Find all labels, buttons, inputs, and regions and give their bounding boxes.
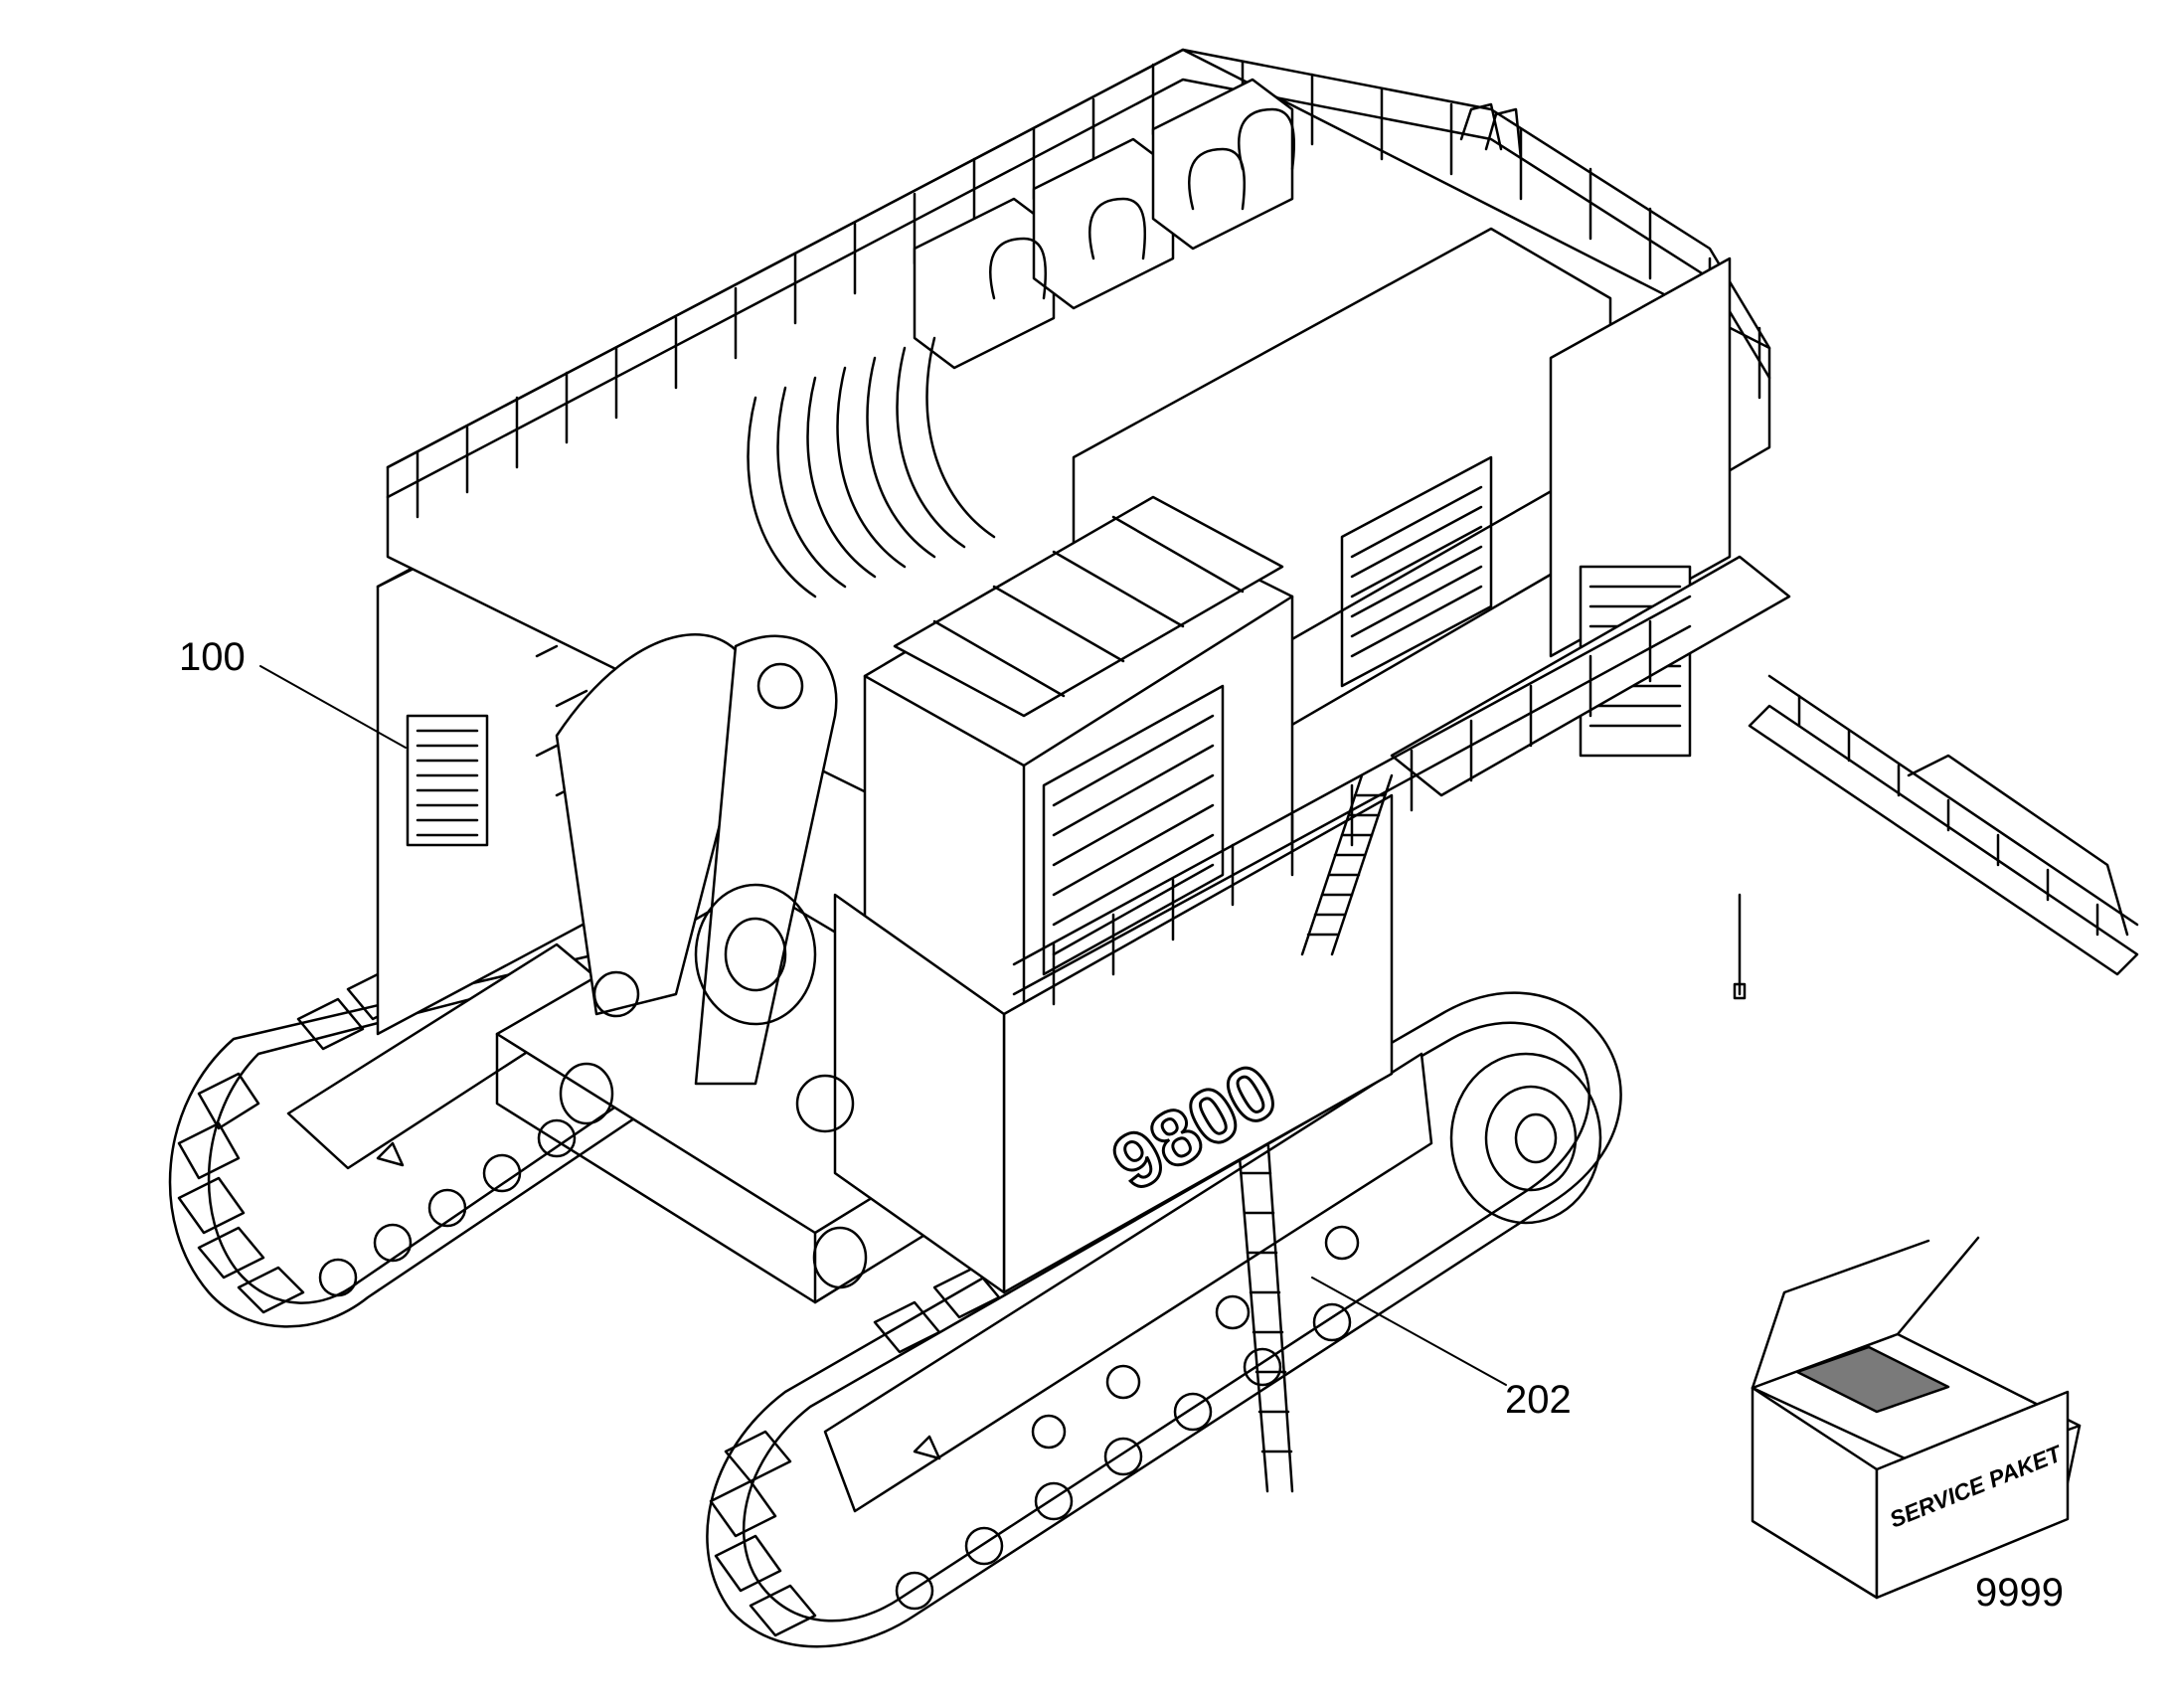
leader-lines xyxy=(259,665,1507,1386)
callout-part-9999: 9999 xyxy=(1975,1571,2064,1615)
leader-line-100 xyxy=(259,665,407,749)
leader-line-202 xyxy=(1311,1277,1507,1386)
callout-part-202: 202 xyxy=(1505,1378,1572,1422)
uppercarriage xyxy=(376,48,2139,1294)
service-box xyxy=(1751,1236,2082,1600)
right-crawler-track xyxy=(706,991,1622,1648)
callout-part-100: 100 xyxy=(179,635,246,679)
